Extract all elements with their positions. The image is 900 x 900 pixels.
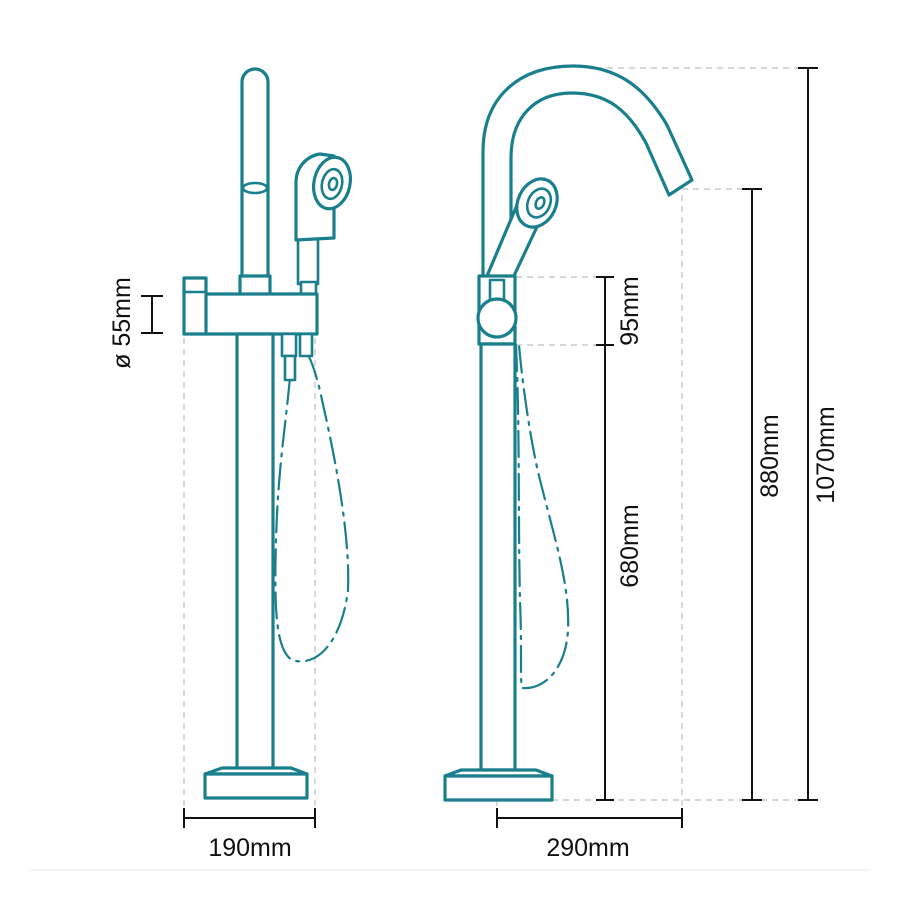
- front-upper-pipe: [240, 67, 270, 280]
- floor-to-handle-label: 680mm: [616, 504, 644, 587]
- front-view: ø 55mm 190mm: [108, 67, 353, 862]
- side-shower-head-nozzle: [534, 196, 546, 210]
- side-gooseneck-spout: [481, 64, 694, 280]
- side-handle-stem: [488, 278, 506, 302]
- reach-label: 290mm: [546, 834, 629, 862]
- total-height-label: 1070mm: [812, 406, 840, 503]
- front-mixer-body: [203, 292, 319, 336]
- front-spout-outlet: [241, 181, 269, 195]
- side-hose: [514, 343, 570, 690]
- front-main-column: [235, 332, 275, 772]
- handle-height-label: 95mm: [616, 276, 644, 345]
- floor-to-outlet-label: 880mm: [756, 414, 784, 497]
- side-handle-knob: [476, 297, 518, 339]
- side-view: 95mm 680mm 880mm 1070mm 290mm: [443, 64, 840, 862]
- side-base-plate: [443, 774, 554, 802]
- front-base-plate: [203, 772, 309, 800]
- front-shower-holder: [296, 236, 320, 286]
- front-hose-nut: [283, 354, 297, 382]
- front-hose: [274, 353, 350, 663]
- base-width-label: 190mm: [208, 834, 291, 862]
- front-handle-lever: [182, 276, 208, 336]
- front-hose-connector-left: [280, 332, 298, 358]
- front-shower-head-nozzle: [327, 176, 339, 192]
- front-hose-connector-right: [298, 332, 314, 358]
- side-main-column: [479, 342, 517, 772]
- diameter-label: ø 55mm: [108, 277, 136, 369]
